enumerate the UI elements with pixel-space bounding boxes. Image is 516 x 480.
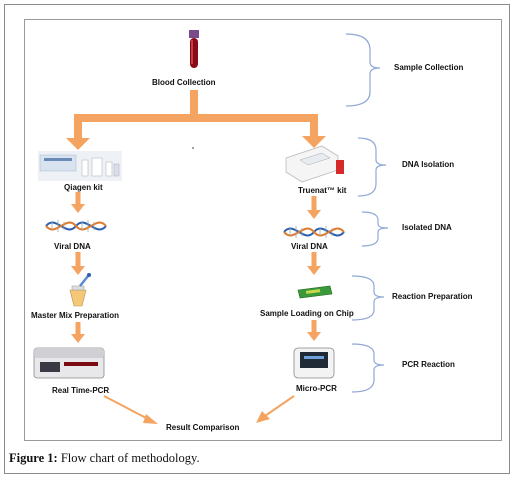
qiagen-kit-icon (38, 151, 122, 181)
pipette-tube-icon (69, 273, 91, 307)
blood-tube-icon (189, 30, 199, 68)
brace-sample-collection (345, 33, 381, 107)
dna-helix-icon (283, 226, 345, 238)
arrowhead-result-left (143, 414, 158, 424)
brace-isolated-dna (361, 211, 389, 247)
step-truenat-kit: Truenat™ kit (298, 186, 347, 195)
truenat-kit-icon (285, 145, 344, 183)
step-real-time-pcr: Real Time-PCR (52, 386, 109, 395)
stray-dot (192, 147, 194, 149)
brace-dna-isolation (357, 137, 387, 197)
chip-icon (297, 285, 333, 299)
figure-frame (4, 4, 510, 474)
stage-sample-collection: Sample Collection (394, 63, 463, 72)
brace-pcr-reaction (351, 343, 385, 393)
arrowhead-qiagen (66, 138, 90, 150)
step-qiagen-kit: Qiagen kit (64, 183, 103, 192)
stage-reaction-preparation: Reaction Preparation (392, 292, 473, 301)
arrowhead-truenat (302, 136, 326, 148)
arrowhead-right-1 (307, 210, 321, 219)
arrowhead-left-2 (71, 266, 85, 275)
step-viral-dna-left: Viral DNA (54, 242, 91, 251)
arrow-micropcr-to-result (261, 395, 295, 419)
stage-braces (345, 33, 389, 393)
arrowhead-left-3 (71, 334, 85, 343)
step-micro-pcr: Micro-PCR (296, 384, 337, 393)
arrowhead-right-3 (307, 332, 321, 341)
step-result-comparison: Result Comparison (166, 423, 239, 432)
step-blood-collection: Blood Collection (152, 78, 216, 87)
stage-pcr-reaction: PCR Reaction (402, 360, 455, 369)
caption-label: Figure 1: (9, 451, 58, 465)
connectors (66, 90, 326, 424)
diagram-border (24, 19, 502, 441)
step-viral-dna-right: Viral DNA (291, 242, 328, 251)
micro-pcr-device-icon (293, 347, 335, 379)
stage-isolated-dna: Isolated DNA (402, 223, 452, 232)
arrowhead-result-right (256, 411, 270, 423)
real-time-pcr-machine-icon (33, 347, 105, 379)
arrowhead-left-1 (71, 204, 85, 213)
arrowhead-right-2 (307, 266, 321, 275)
arrow-rtpcr-to-result (103, 395, 151, 421)
figure-caption: Figure 1: Flow chart of methodology. (9, 451, 200, 466)
step-master-mix: Master Mix Preparation (31, 311, 119, 320)
brace-reaction-preparation (351, 275, 385, 321)
dna-helix-icon (45, 220, 107, 232)
step-sample-loading: Sample Loading on Chip (260, 309, 354, 318)
caption-text: Flow chart of methodology. (57, 451, 200, 465)
stage-dna-isolation: DNA Isolation (402, 160, 454, 169)
